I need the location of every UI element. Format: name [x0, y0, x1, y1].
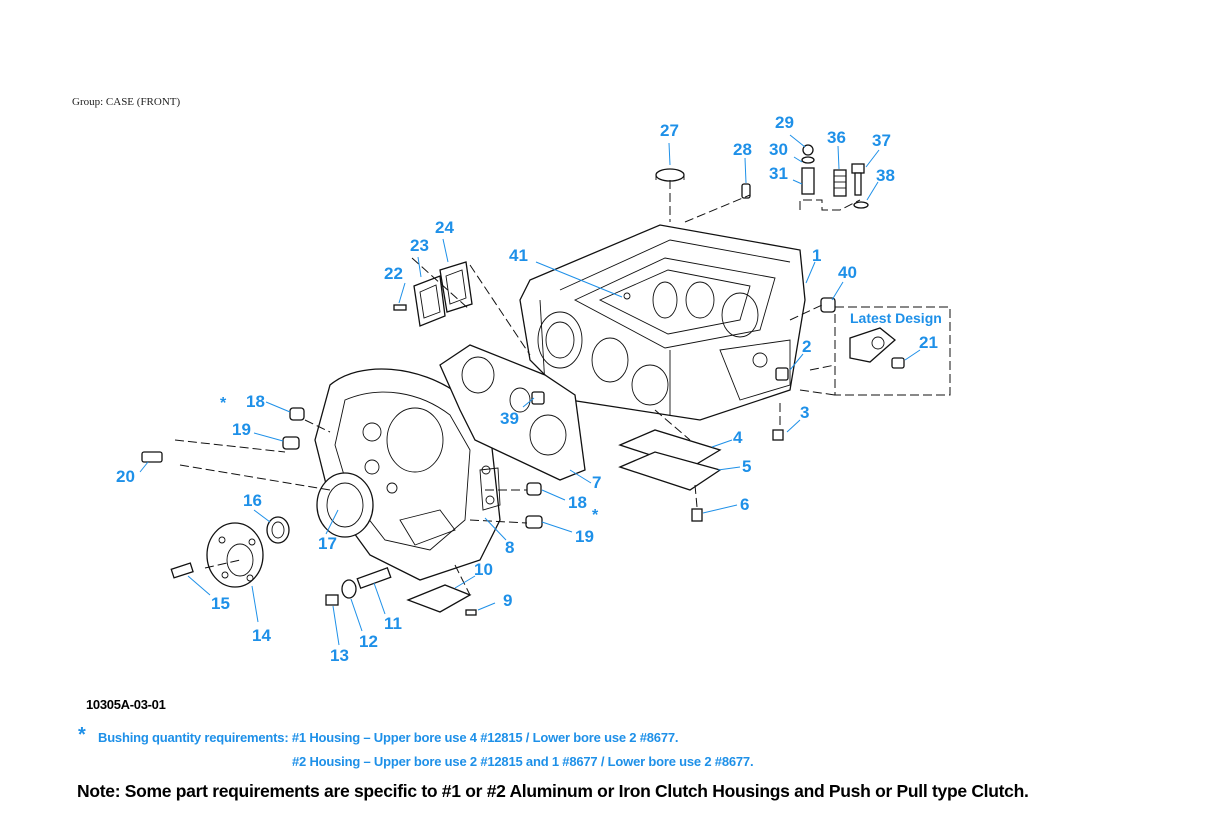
callout-1: 1	[812, 246, 821, 265]
callout-16: 16	[243, 491, 262, 510]
callout-3: 3	[800, 403, 809, 422]
callout-23: 23	[410, 236, 429, 255]
callout-38: 38	[876, 166, 895, 185]
callout-12: 12	[359, 632, 378, 651]
callout-19-left: 19	[232, 420, 251, 439]
callout-4: 4	[733, 428, 743, 447]
callout-21: 21	[919, 333, 938, 352]
callout-2: 2	[802, 337, 811, 356]
callout-22: 22	[384, 264, 403, 283]
bushing-note-line-2: #2 Housing – Upper bore use 2 #12815 and…	[292, 754, 754, 769]
callout-28: 28	[733, 140, 752, 159]
callout-29: 29	[775, 113, 794, 132]
callout-30: 30	[769, 140, 788, 159]
latest-design-label: Latest Design	[850, 310, 942, 326]
callout-14: 14	[252, 626, 271, 645]
leader-lines	[139, 134, 921, 646]
callout-37: 37	[872, 131, 891, 150]
callout-8: 8	[505, 538, 514, 557]
group-label: Group: CASE (FRONT)	[72, 96, 181, 108]
bushing-note-line-1: Bushing quantity requirements: #1 Housin…	[98, 730, 679, 745]
callout-17: 17	[318, 534, 337, 553]
callout-39: 39	[500, 409, 519, 428]
callout-11: 11	[384, 614, 402, 633]
callout-9: 9	[503, 591, 512, 610]
part-requirements-note: Note: Some part requirements are specifi…	[77, 781, 1029, 801]
asterisk-left: *	[220, 395, 227, 412]
callout-18-right: 18	[568, 493, 587, 512]
callout-40: 40	[838, 263, 857, 282]
callout-41: 41	[509, 246, 528, 265]
asterisk-right: *	[592, 507, 599, 524]
callout-5: 5	[742, 457, 751, 476]
callout-20: 20	[116, 467, 135, 486]
callout-19-right: 19	[575, 527, 594, 546]
callouts: 1 2 3 4 5 6 7 8 9 10 11 12 13 14 15 16 1…	[116, 113, 942, 665]
retainer-ring	[316, 472, 374, 538]
bearing-cover	[206, 522, 264, 588]
callout-18-left: 18	[246, 392, 265, 411]
bushing-note-asterisk: *	[78, 724, 86, 746]
callout-31: 31	[769, 164, 788, 183]
callout-27: 27	[660, 121, 679, 140]
callout-10: 10	[474, 560, 493, 579]
case-gasket	[439, 344, 586, 481]
callout-13: 13	[330, 646, 349, 665]
callout-7: 7	[592, 473, 601, 492]
line-art	[141, 144, 951, 616]
callout-36: 36	[827, 128, 846, 147]
callout-6: 6	[740, 495, 749, 514]
transmission-case	[519, 224, 806, 421]
figure-id: 10305A-03-01	[86, 697, 166, 712]
callout-24: 24	[435, 218, 454, 237]
callout-15: 15	[211, 594, 230, 613]
